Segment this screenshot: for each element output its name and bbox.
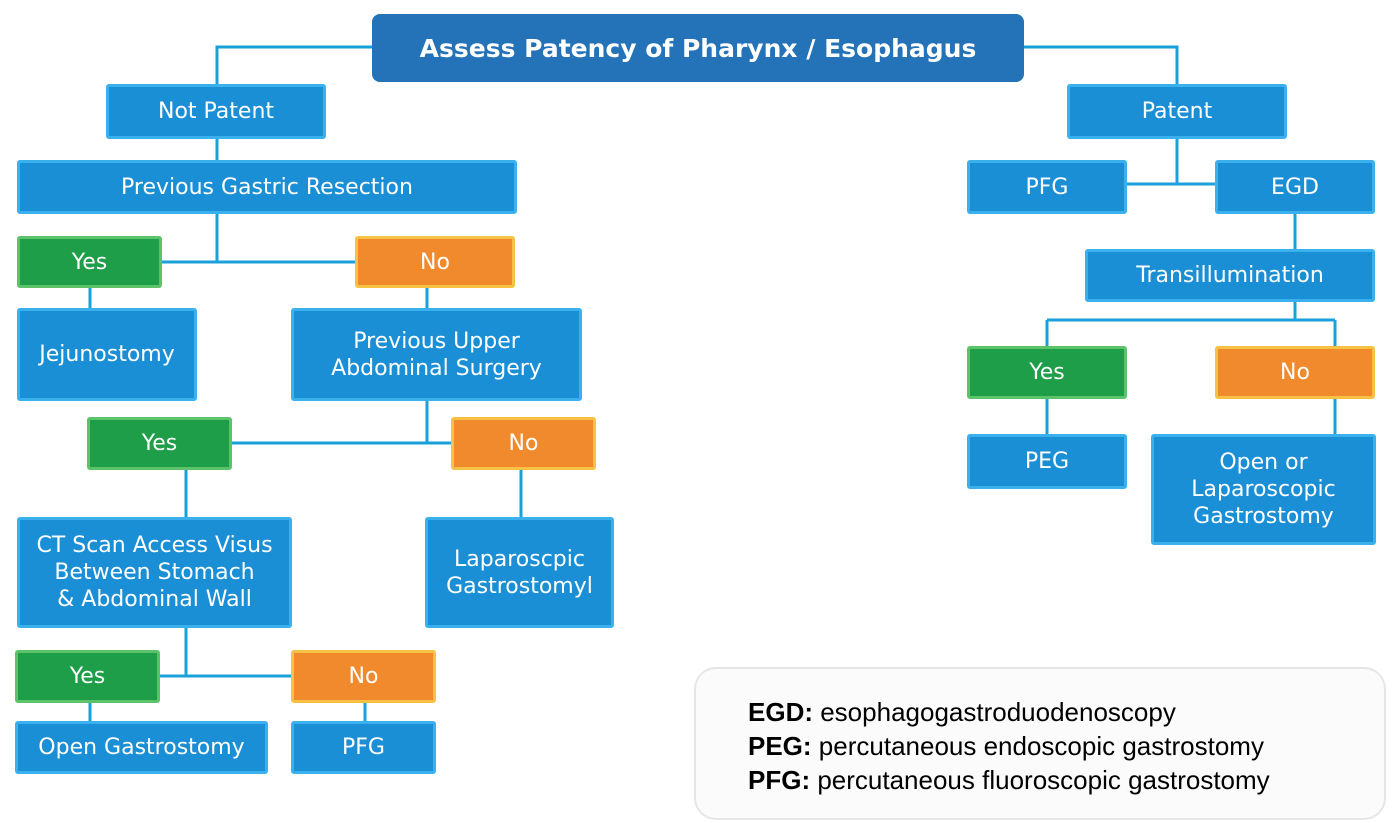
open-gastrostomy-node: Open Gastrostomy	[15, 721, 268, 774]
legend-definition: percutaneous endoscopic gastrostomy	[811, 731, 1264, 761]
legend-term: PEG:	[748, 731, 812, 761]
legend-term: EGD:	[748, 697, 813, 727]
ct-scan-node: CT Scan Access Visus Between Stomach & A…	[17, 517, 292, 628]
transillumination-no-node: No	[1215, 346, 1375, 399]
laparoscopic-gastrostomy-left-node: Laparoscpic Gastrostomyl	[425, 517, 614, 628]
surgery-no-node: No	[451, 417, 596, 470]
transillumination-yes-node: Yes	[967, 346, 1127, 399]
legend-row-egd: EGD: esophagogastroduodenoscopy	[748, 695, 1384, 729]
egd-node: EGD	[1215, 160, 1375, 214]
resection-no-node: No	[355, 236, 515, 288]
connector-line	[1024, 45, 1179, 84]
pfg-top-node: PFG	[967, 160, 1127, 214]
legend-term: PFG:	[748, 765, 811, 795]
ct-no-node: No	[291, 650, 436, 703]
jejunostomy-node: Jejunostomy	[17, 308, 197, 401]
previous-upper-abdominal-surgery-node: Previous Upper Abdominal Surgery	[291, 308, 582, 401]
ct-yes-node: Yes	[15, 650, 160, 703]
transillumination-node: Transillumination	[1085, 249, 1375, 302]
pfg-bottom-node: PFG	[291, 721, 436, 774]
not-patent-node: Not Patent	[106, 84, 326, 139]
legend-row-pfg: PFG: percutaneous fluoroscopic gastrosto…	[748, 763, 1384, 797]
surgery-yes-node: Yes	[87, 417, 232, 470]
open-or-laparoscopic-gastrostomy-node: Open or Laparoscopic Gastrostomy	[1151, 434, 1376, 545]
patent-node: Patent	[1067, 84, 1287, 139]
resection-yes-node: Yes	[17, 236, 162, 288]
peg-node: PEG	[967, 434, 1127, 489]
legend-definition: percutaneous fluoroscopic gastrostomy	[810, 765, 1270, 795]
previous-gastric-resection-node: Previous Gastric Resection	[17, 160, 517, 214]
legend-row-peg: PEG: percutaneous endoscopic gastrostomy	[748, 729, 1384, 763]
connector-line	[215, 45, 372, 84]
legend-definition: esophagogastroduodenoscopy	[813, 697, 1176, 727]
abbreviation-legend: EGD: esophagogastroduodenoscopy PEG: per…	[694, 667, 1386, 820]
root-node: Assess Patency of Pharynx / Esophagus	[372, 14, 1024, 82]
